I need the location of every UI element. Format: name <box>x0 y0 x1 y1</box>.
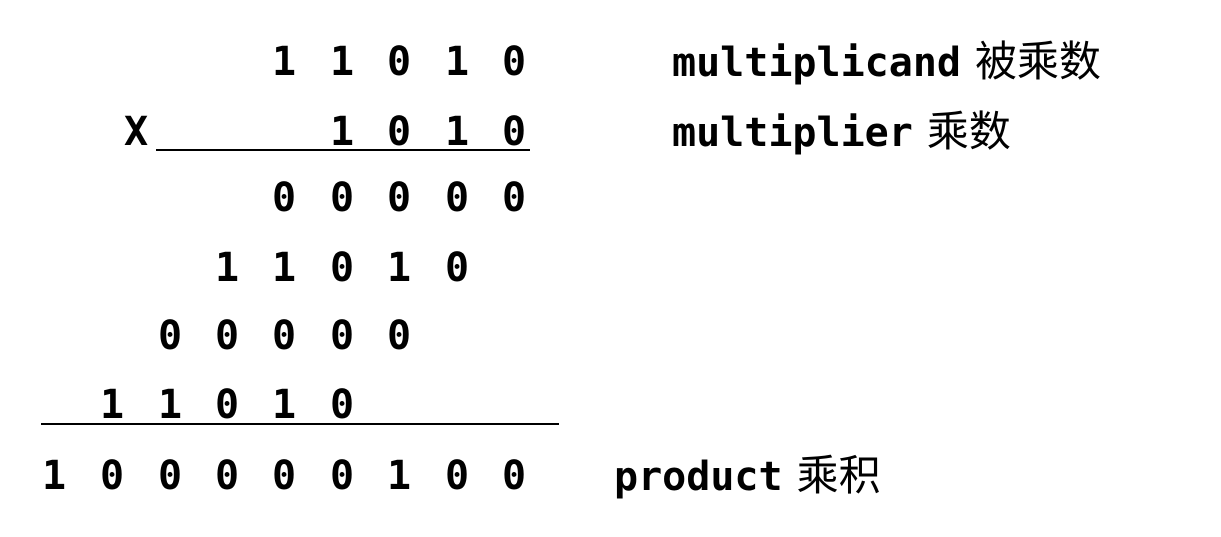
digit: 0 <box>501 39 527 85</box>
digit: 0 <box>329 313 355 359</box>
multiplier-row: 1 0 1 0 <box>0 102 600 162</box>
product-row: 1 0 0 0 0 0 1 0 0 <box>0 446 600 506</box>
digit: 1 <box>386 453 412 499</box>
digit: 0 <box>386 175 412 221</box>
multiplier-underline <box>156 149 530 151</box>
multiplier-label-zh: 乘数 <box>926 107 1011 156</box>
multiplicand-label: multiplicand 被乘数 <box>672 32 1101 101</box>
digit: 0 <box>214 313 240 359</box>
digit: 0 <box>271 175 297 221</box>
digit: 1 <box>386 245 412 291</box>
digit: 1 <box>329 39 355 85</box>
digit: 1 <box>271 245 297 291</box>
digit: 1 <box>329 109 355 155</box>
digit: 0 <box>444 453 470 499</box>
partial-product-row: 1 1 0 1 0 <box>0 238 600 298</box>
digit: 0 <box>386 313 412 359</box>
digit: 0 <box>99 453 125 499</box>
digit: 0 <box>329 245 355 291</box>
partial-product-row: 1 1 0 1 0 <box>0 375 600 435</box>
digit: 0 <box>501 109 527 155</box>
sum-underline <box>41 423 559 425</box>
digit: 0 <box>157 313 183 359</box>
digit: 0 <box>329 453 355 499</box>
digit: 0 <box>271 453 297 499</box>
digit: 0 <box>214 382 240 428</box>
digit: 0 <box>329 175 355 221</box>
digit: 1 <box>99 382 125 428</box>
digit: 1 <box>444 109 470 155</box>
product-label-en: product <box>614 454 783 500</box>
multiply-operator: X <box>124 109 149 155</box>
digit: 0 <box>386 109 412 155</box>
product-label-zh: 乘积 <box>796 451 881 500</box>
digit: 0 <box>444 245 470 291</box>
partial-product-row: 0 0 0 0 0 <box>0 306 600 366</box>
multiplicand-row: 1 1 0 1 0 <box>0 32 600 92</box>
multiplier-label-en: multiplier <box>672 110 913 156</box>
digit: 1 <box>214 245 240 291</box>
product-label: product 乘积 <box>614 446 881 515</box>
digit: 1 <box>271 39 297 85</box>
digit: 0 <box>444 175 470 221</box>
digit: 0 <box>157 453 183 499</box>
digit: 0 <box>329 382 355 428</box>
digit: 1 <box>271 382 297 428</box>
multiplier-label: multiplier 乘数 <box>672 102 1011 171</box>
multiplicand-label-en: multiplicand <box>672 40 961 86</box>
digit: 0 <box>501 453 527 499</box>
digit: 0 <box>386 39 412 85</box>
digit: 0 <box>501 175 527 221</box>
digit: 1 <box>41 453 67 499</box>
digit: 1 <box>444 39 470 85</box>
partial-product-row: 0 0 0 0 0 <box>0 168 600 228</box>
digit: 0 <box>214 453 240 499</box>
digit: 1 <box>157 382 183 428</box>
digit: 0 <box>271 313 297 359</box>
multiplicand-label-zh: 被乘数 <box>974 37 1101 86</box>
